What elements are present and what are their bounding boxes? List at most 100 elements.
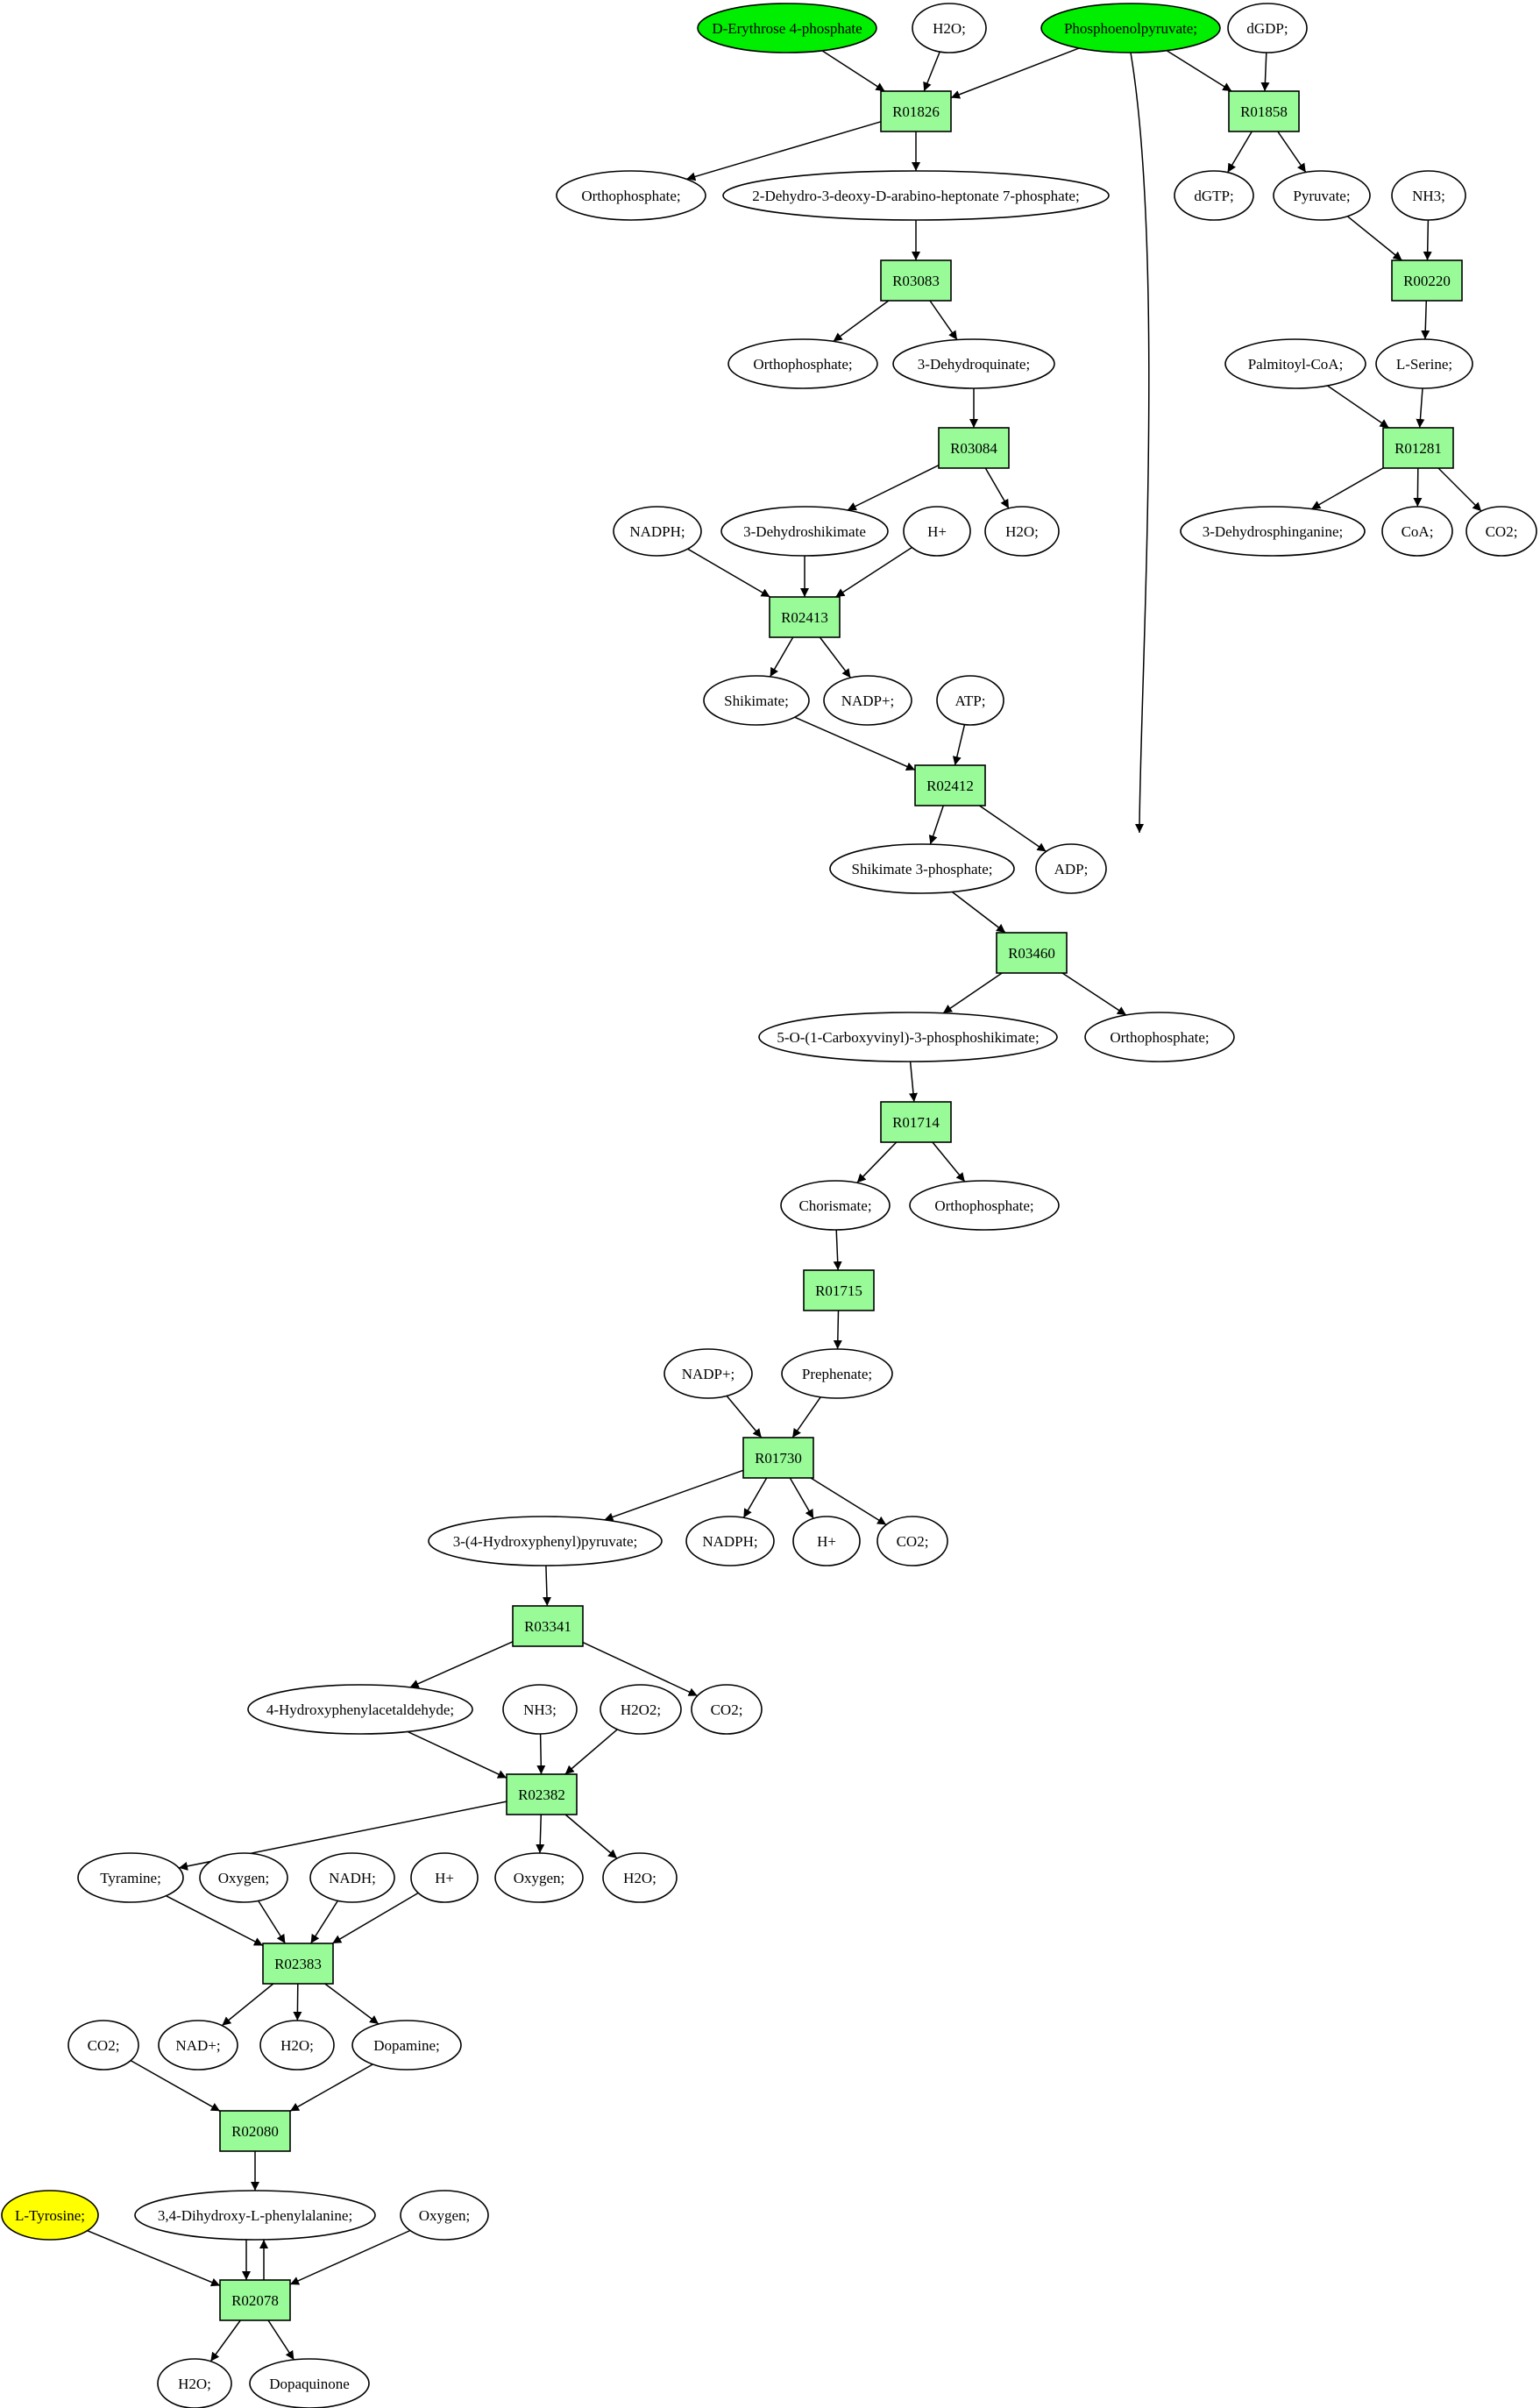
compound-node-co2_2[interactable]: CO2; [876,1516,948,1566]
compound-label: H+ [927,523,947,540]
compound-node-h2o_3[interactable]: H2O; [602,1852,678,1903]
compound-node-co2_1[interactable]: CO2; [1465,506,1537,557]
compound-node-chorismate[interactable]: Chorismate; [780,1180,891,1231]
compound-node-h2o2[interactable]: H2O2; [600,1684,682,1735]
reaction-node-r02078[interactable]: R02078 [219,2279,291,2321]
compound-ellipse [502,1684,578,1735]
compound-node-palmitoyl[interactable]: Palmitoyl-CoA; [1224,338,1366,389]
compound-node-h2o_1[interactable]: H2O; [912,3,987,53]
edge-r01858-to-dgtp [1226,131,1253,174]
compound-ellipse [1227,3,1308,53]
compound-node-dahp[interactable]: 2-Dehydro-3-deoxy-D-arabino-heptonate 7-… [722,170,1110,221]
compound-label: NH3; [523,1701,557,1718]
compound-node-tyramine[interactable]: Tyramine; [77,1852,184,1903]
compound-node-dhsph[interactable]: 3-Dehydrosphinganine; [1180,506,1366,557]
compound-node-nadp_2[interactable]: NADP+; [664,1348,753,1399]
reaction-node-r01858[interactable]: R01858 [1228,90,1300,132]
reaction-box [1382,427,1454,469]
compound-node-pyruvate[interactable]: Pyruvate; [1273,170,1371,221]
edge-r03341-to-co2_3 [582,1641,699,1697]
compound-node-oxygen_2[interactable]: Oxygen; [494,1852,584,1903]
compound-node-e4p[interactable]: D-Erythrose 4-phosphate [697,3,877,53]
compound-node-h2o_5[interactable]: H2O; [157,2358,232,2408]
reaction-node-r03460[interactable]: R03460 [996,932,1068,974]
reaction-node-r01715[interactable]: R01715 [803,1269,875,1311]
compound-node-pi_1[interactable]: Orthophosphate; [556,170,706,221]
compound-node-nadh[interactable]: NADH; [309,1852,395,1903]
compound-node-coa[interactable]: CoA; [1381,506,1453,557]
compound-node-hpp[interactable]: 3-(4-Hydroxyphenyl)pyruvate; [428,1516,663,1566]
compound-node-nad[interactable]: NAD+; [158,2020,238,2071]
reaction-label: R02382 [518,1786,565,1803]
reaction-node-r01730[interactable]: R01730 [742,1437,814,1479]
compound-node-tyrosine[interactable]: L-Tyrosine; [1,2190,99,2241]
edge-pep-to-r01858 [1166,49,1232,92]
compound-node-pi_2[interactable]: Orthophosphate; [727,338,878,389]
compound-node-hplus_2[interactable]: H+ [792,1516,861,1566]
compound-node-co2_3[interactable]: CO2; [691,1684,763,1735]
compound-node-dhq[interactable]: 3-Dehydroquinate; [892,338,1055,389]
compound-ellipse [67,2020,139,2071]
reaction-label: R02080 [231,2123,279,2140]
compound-node-dgdp[interactable]: dGDP; [1227,3,1308,53]
compound-ellipse [823,675,912,726]
compound-node-oxygen_3[interactable]: Oxygen; [400,2190,489,2241]
reaction-node-r01826[interactable]: R01826 [880,90,952,132]
edge-nh3_2-to-r02382 [536,1733,546,1775]
compound-ellipse [722,170,1110,221]
compound-node-co2_4[interactable]: CO2; [67,2020,139,2071]
reaction-label: R02413 [781,609,828,626]
compound-node-s3p[interactable]: Shikimate 3-phosphate; [829,843,1015,894]
compound-label: CO2; [711,1701,743,1718]
compound-ellipse [400,2190,489,2241]
compound-node-h2o_2[interactable]: H2O; [984,506,1060,557]
compound-node-nh3_1[interactable]: NH3; [1391,170,1466,221]
reaction-box [219,2279,291,2321]
compound-node-nadph_2[interactable]: NADPH; [685,1516,775,1566]
edge-r01858-to-pyruvate [1277,131,1307,174]
reaction-node-r00220[interactable]: R00220 [1391,259,1463,302]
reaction-node-r03083[interactable]: R03083 [880,259,952,302]
compound-node-dhs[interactable]: 3-Dehydroshikimate [720,506,889,557]
reaction-box [938,427,1010,469]
reaction-node-r01714[interactable]: R01714 [880,1101,952,1143]
compound-node-h2o_4[interactable]: H2O; [259,2020,335,2071]
reaction-node-r02383[interactable]: R02383 [262,1943,334,1985]
edge-e4p-to-r01826 [821,50,885,92]
reaction-node-r03341[interactable]: R03341 [512,1605,584,1647]
compound-node-hpaa[interactable]: 4-Hydroxyphenylacetaldehyde; [247,1684,473,1735]
compound-node-pi_4[interactable]: Orthophosphate; [909,1180,1060,1231]
compound-node-hplus_1[interactable]: H+ [903,506,971,557]
compound-node-oxygen_1[interactable]: Oxygen; [199,1852,288,1903]
compound-node-atp[interactable]: ATP; [936,675,1004,726]
compound-label: 2-Dehydro-3-deoxy-D-arabino-heptonate 7-… [752,188,1079,204]
edge-h2o2-to-r02382 [564,1729,618,1775]
compound-node-prephenate[interactable]: Prephenate; [781,1348,893,1399]
reaction-node-r01281[interactable]: R01281 [1382,427,1454,469]
compound-node-nadph_1[interactable]: NADPH; [613,506,702,557]
compound-node-serine[interactable]: L-Serine; [1375,338,1473,389]
reaction-box [512,1605,584,1647]
compound-label: Orthophosphate; [934,1197,1033,1214]
edge-r02412-to-adp [978,805,1047,853]
compound-node-hplus_3[interactable]: H+ [410,1852,479,1903]
compound-ellipse [428,1516,663,1566]
compound-node-adp[interactable]: ADP; [1035,843,1107,894]
reaction-node-r02382[interactable]: R02382 [506,1773,578,1815]
reaction-node-r03084[interactable]: R03084 [938,427,1010,469]
reaction-node-r02413[interactable]: R02413 [769,596,841,638]
compound-node-pi_3[interactable]: Orthophosphate; [1084,1012,1235,1062]
compound-node-dgtp[interactable]: dGTP; [1174,170,1254,221]
compound-node-nadp_1[interactable]: NADP+; [823,675,912,726]
edge-r02383-to-nad [221,1983,274,2027]
compound-node-dopaquinone[interactable]: Dopaquinone [249,2358,370,2408]
compound-node-epsp[interactable]: 5-O-(1-Carboxyvinyl)-3-phosphoshikimate; [758,1012,1058,1062]
compound-node-pep[interactable]: Phosphoenolpyruvate; [1040,3,1221,53]
compound-node-dopa[interactable]: 3,4-Dihydroxy-L-phenylalanine; [134,2190,376,2241]
reaction-node-r02412[interactable]: R02412 [914,764,986,806]
compound-node-dopamine[interactable]: Dopamine; [351,2020,462,2071]
compound-node-nh3_2[interactable]: NH3; [502,1684,578,1735]
reaction-node-r02080[interactable]: R02080 [219,2110,291,2152]
compound-node-shikimate[interactable]: Shikimate; [703,675,810,726]
compound-ellipse [685,1516,775,1566]
